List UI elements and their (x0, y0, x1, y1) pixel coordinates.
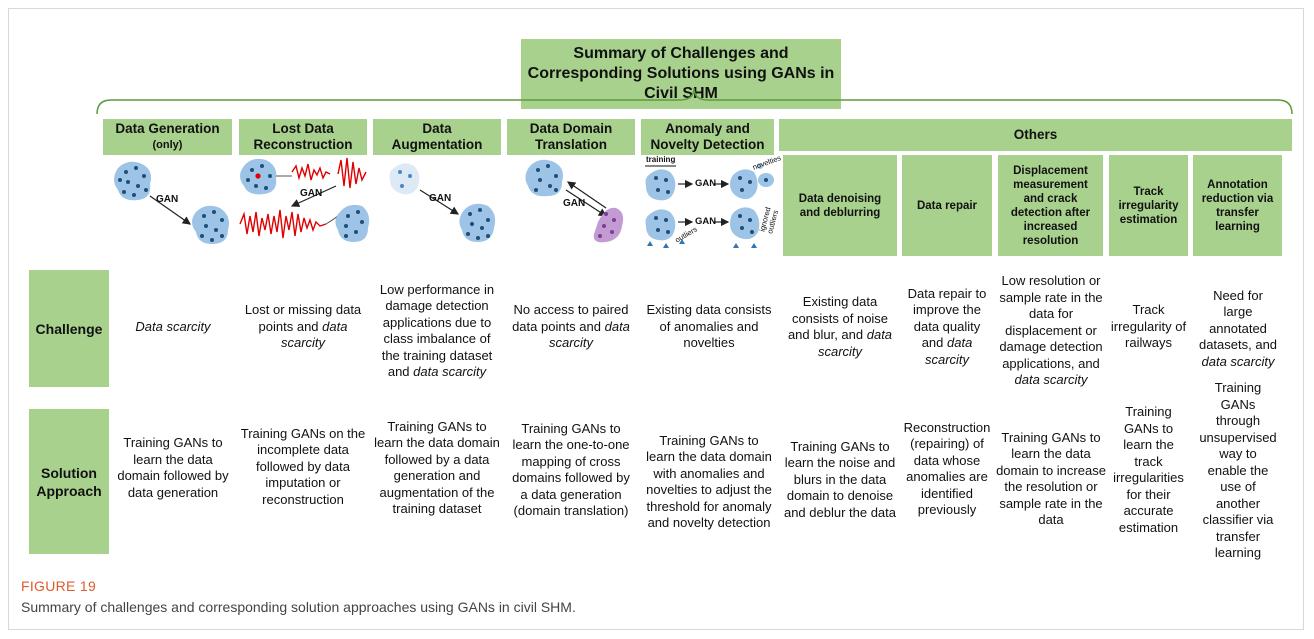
challenge-cell-2: Low performance in damage detection appl… (374, 270, 500, 392)
diagram-title: Summary of Challenges and Corresponding … (519, 37, 843, 111)
challenge-cell-8: Track irregularity of railways (1109, 275, 1188, 379)
figure-frame (8, 8, 1304, 630)
gan-label-5b: GAN (695, 216, 717, 227)
solution-cell-2: Training GANs to learn the data domain f… (374, 418, 500, 517)
header-data-generation: Data Generation (only) (103, 119, 232, 155)
solution-cell-1: Training GANs on the incomplete data fol… (240, 425, 366, 507)
subheader-displacement: Displacement measurement and crack detec… (998, 155, 1103, 256)
blob-training-2 (645, 209, 676, 241)
challenge-cell-6: Data repair to improve the data quality … (902, 275, 992, 379)
header-label: Data Generation (115, 121, 220, 136)
challenge-cell-1: Lost or missing data points and data sca… (240, 275, 366, 379)
challenge-italic: data scarcity (548, 318, 630, 351)
gan-label-2: GAN (300, 188, 323, 199)
challenge-text: Need for large annotated datasets, and (1198, 287, 1278, 353)
solution-cell-3: Training GANs to learn the one-to-one ma… (512, 420, 630, 519)
blob-source (114, 161, 151, 201)
blob-reconstructed (335, 204, 370, 242)
challenge-cell-7: Low resolution or sample rate in the dat… (996, 270, 1106, 392)
subheader-data-repair: Data repair (902, 155, 992, 256)
blob-dense (459, 203, 496, 242)
solution-cell-6: Reconstruction (repairing) of data whose… (903, 419, 991, 518)
header-anomaly-novelty-detection: Anomaly and Novelty Detection (641, 119, 774, 155)
challenge-text: Existing data consists of anomalies and … (646, 302, 772, 351)
challenge-cell-5: Existing data consists of noise and blur… (783, 275, 897, 379)
blob-domain-a (525, 159, 563, 197)
subheader-annotation: Annotation reduction via transfer learni… (1193, 155, 1282, 256)
solution-cell-4: Training GANs to learn the data domain w… (646, 432, 772, 531)
gan-label-4: GAN (563, 198, 586, 209)
challenge-italic: data scarcity (280, 318, 348, 351)
figure-caption-text: Summary of challenges and corresponding … (21, 599, 576, 615)
solution-cell-7: Training GANs to learn the data domain t… (996, 429, 1106, 528)
subheader-track: Track irregularity estimation (1109, 155, 1188, 256)
gan-label-5a: GAN (695, 178, 717, 189)
challenge-cell-3: No access to paired data points and data… (508, 275, 634, 379)
challenge-cell-9: Need for large annotated datasets, and d… (1198, 270, 1278, 388)
gan-label-3: GAN (429, 193, 452, 204)
challenge-italic: data scarcity (413, 364, 487, 379)
figure-caption-label: FIGURE 19 (21, 578, 97, 594)
blob-ignored (730, 207, 760, 240)
blob-training-1 (645, 169, 676, 201)
blob-novelty-out (730, 163, 774, 200)
challenge-italic: Data scarcity (135, 318, 211, 334)
solution-cell-5: Training GANs to learn the noise and blu… (783, 438, 897, 520)
blob-domain-b (593, 207, 624, 243)
gan-label-1: GAN (156, 194, 179, 205)
challenge-cell-4: Existing data consists of anomalies and … (644, 275, 774, 379)
challenge-italic: data scarcity (817, 327, 893, 359)
challenge-text: Low resolution or sample rate in the dat… (999, 273, 1103, 371)
blob-sparse (389, 163, 420, 195)
top-bracket (96, 87, 1293, 115)
signal-reconstructed (239, 209, 327, 239)
challenge-italic: data scarcity (1014, 372, 1088, 388)
row-label-challenge: Challenge (29, 270, 109, 387)
challenge-cell-0: Data scarcity (113, 275, 233, 379)
challenge-text: No access to paired data points and (512, 302, 629, 334)
header-data-augmentation: Data Augmentation (373, 119, 501, 155)
signal-incomplete (291, 157, 367, 189)
header-sublabel: (only) (152, 139, 183, 151)
solution-cell-9: Training GANs through unsupervised way t… (1199, 380, 1277, 561)
subheader-denoising: Data denoising and deblurring (783, 155, 897, 256)
header-lost-data-reconstruction: Lost Data Reconstruction (239, 119, 367, 155)
solution-cell-8: Training GANs to learn the track irregul… (1113, 404, 1184, 535)
header-data-domain-translation: Data Domain Translation (507, 119, 635, 155)
row-label-solution: Solution Approach (29, 409, 109, 554)
header-others: Others (779, 119, 1292, 151)
challenge-italic: data scarcity (924, 335, 973, 367)
outlier-markers (647, 239, 757, 248)
challenge-italic: data scarcity (1201, 353, 1275, 369)
challenge-text: Existing data consists of noise and blur… (787, 294, 889, 342)
challenge-text: Data repair to improve the data quality … (907, 285, 987, 351)
challenge-text: Track irregularity of railways (1110, 302, 1187, 351)
blob-incomplete (240, 158, 277, 195)
training-label: training (646, 155, 676, 164)
challenge-text: Lost or missing data points and (244, 302, 362, 334)
blob-generated (192, 205, 229, 244)
challenge-text: Low performance in damage detection appl… (379, 281, 495, 380)
solution-cell-0: Training GANs to learn the data domain f… (117, 435, 229, 500)
